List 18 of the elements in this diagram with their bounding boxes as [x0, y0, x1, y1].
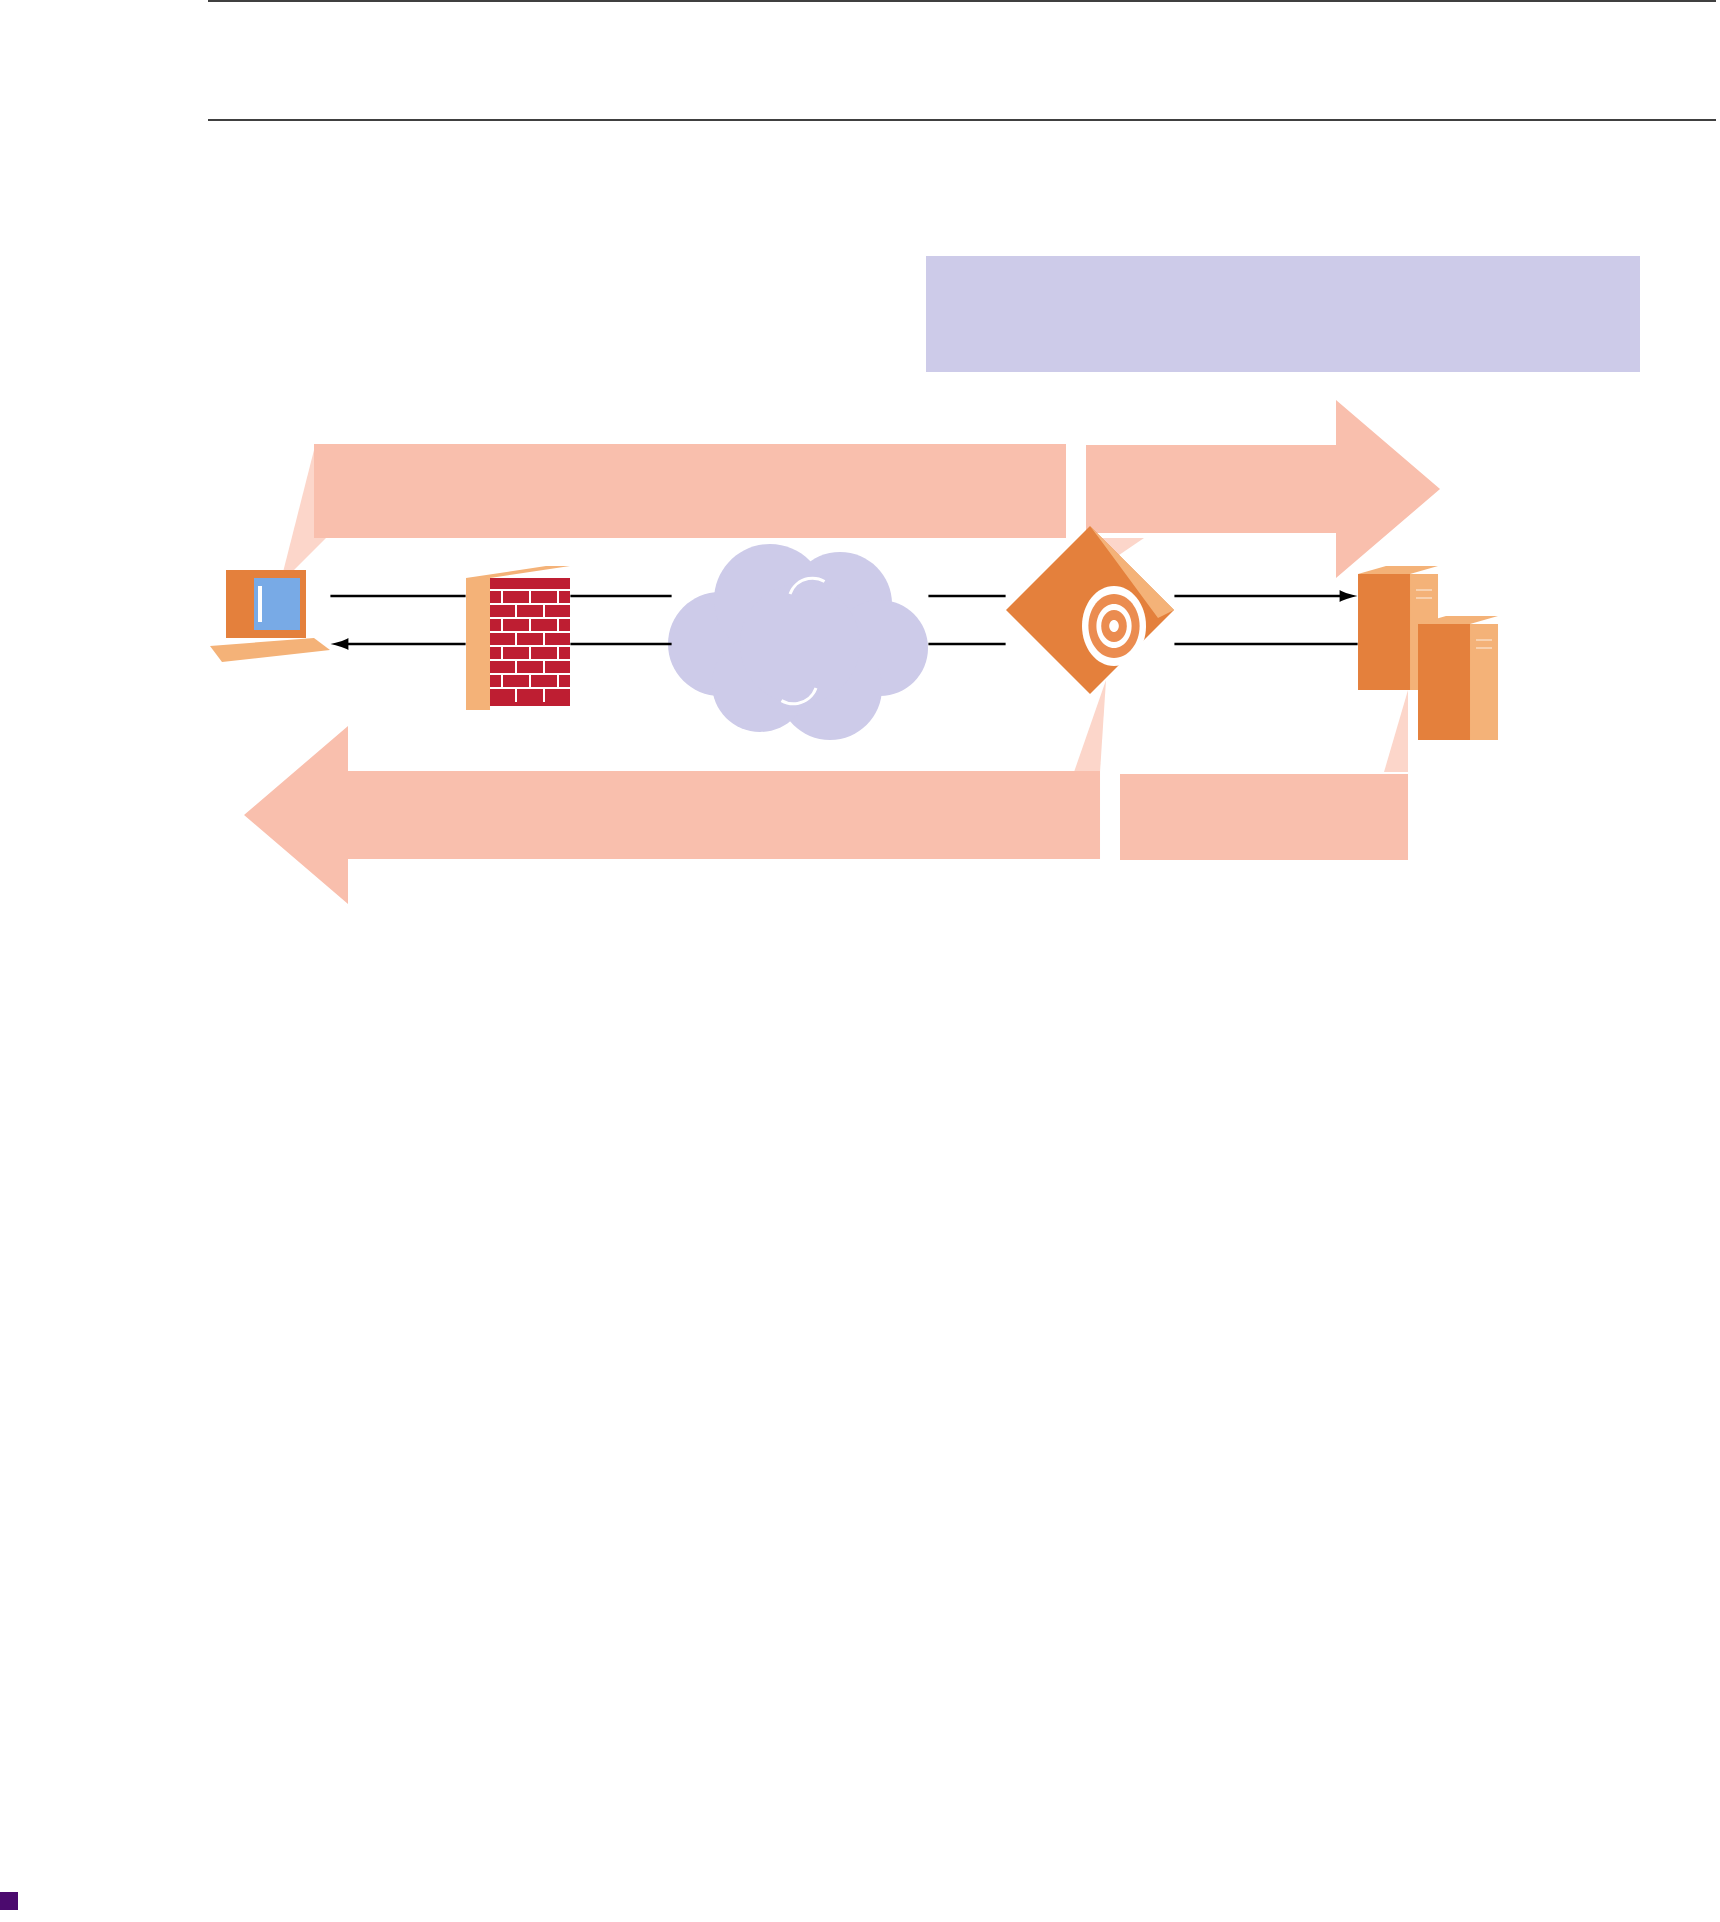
cloud-drawing	[668, 544, 928, 740]
switch-drawing	[1006, 526, 1174, 694]
connector-line	[1174, 590, 1354, 602]
band-arrow	[244, 726, 1100, 904]
connector-line	[570, 642, 672, 646]
connector-line	[928, 594, 1006, 598]
band	[314, 444, 1066, 538]
connector-line	[928, 642, 1006, 646]
connector-line	[1174, 642, 1358, 646]
connector-line	[330, 594, 466, 598]
band	[1120, 774, 1408, 860]
computer-drawing	[210, 570, 330, 662]
connector-line	[570, 594, 672, 598]
band-arrow	[1086, 400, 1440, 578]
note-box	[926, 256, 1640, 372]
connector-line	[334, 638, 466, 650]
firewall-drawing	[466, 566, 571, 710]
server-drawing	[1358, 566, 1498, 740]
